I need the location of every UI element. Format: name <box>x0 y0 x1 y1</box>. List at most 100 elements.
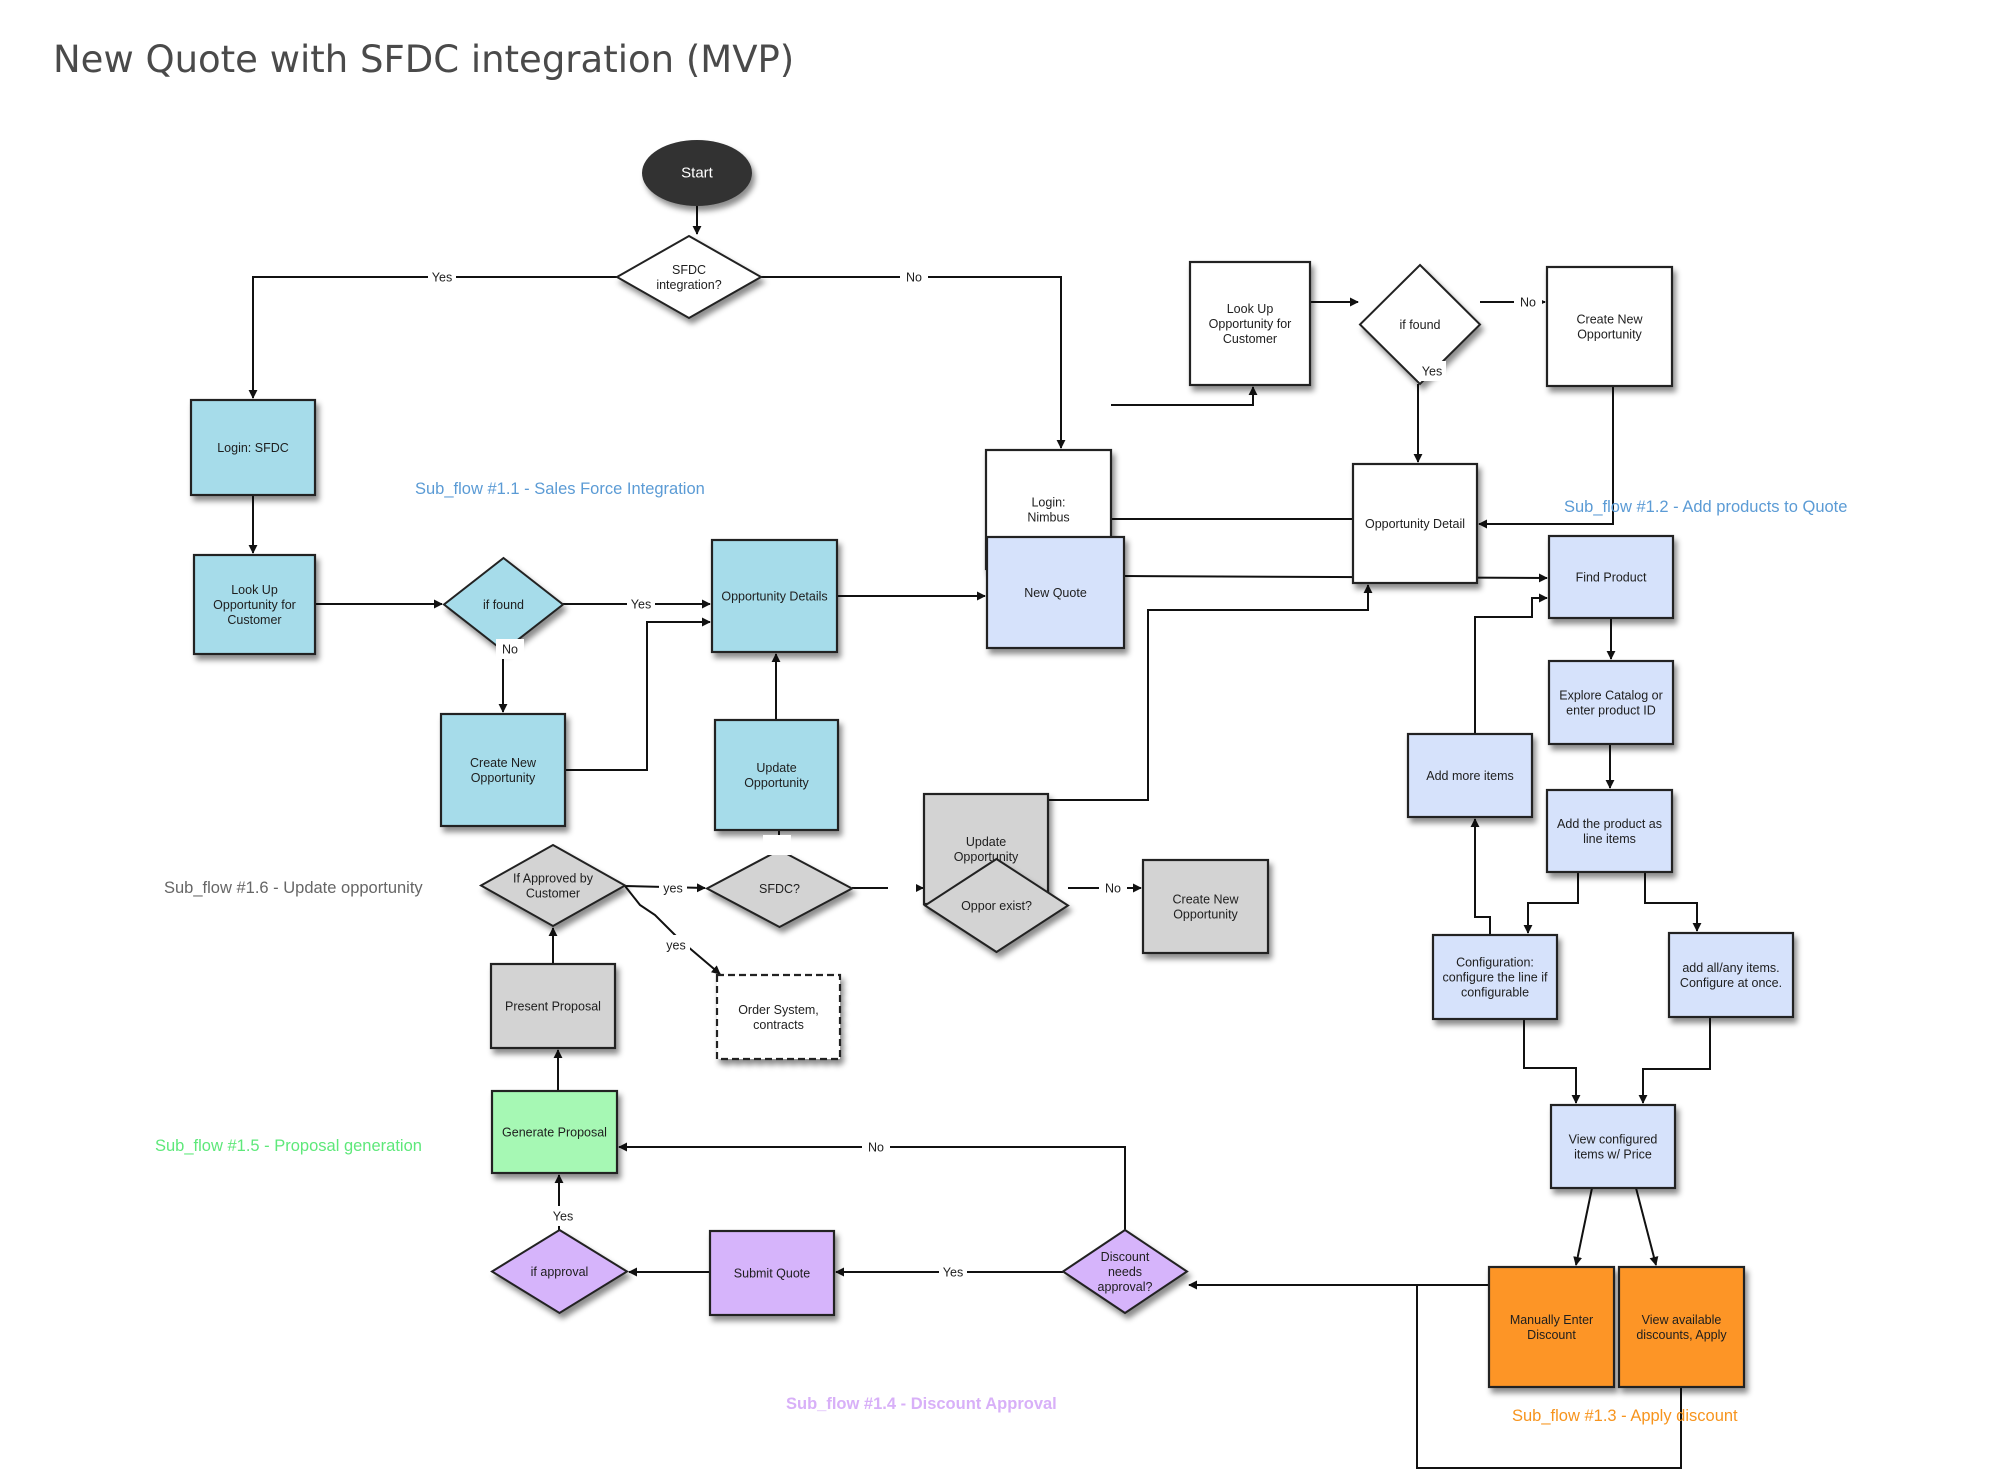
lookup-right-text: Opportunity for <box>1209 317 1292 331</box>
iffound-left-text: if found <box>483 598 524 612</box>
iffound-right-text: if found <box>1399 318 1440 332</box>
decision-diamond[interactable] <box>614 234 764 320</box>
create-opp-gray-text: Create New <box>1173 893 1240 907</box>
edge-label-bg <box>496 639 524 659</box>
node-start[interactable]: Start <box>642 140 752 206</box>
login-nimbus-text: Login: <box>1031 496 1065 510</box>
process-box[interactable] <box>1547 659 1675 746</box>
process-box[interactable] <box>189 398 317 497</box>
edge-label-text: Yes <box>943 1266 963 1280</box>
edge-addall-to-view <box>1638 1017 1711 1104</box>
decision-diamond[interactable] <box>490 1228 629 1315</box>
lookup-left-text: Look Up <box>231 583 278 597</box>
process-box[interactable] <box>1547 534 1675 620</box>
create-opp-right-text: Create New <box>1577 313 1644 327</box>
process-box[interactable] <box>713 718 840 832</box>
process-box[interactable] <box>1545 788 1674 874</box>
edge-lineitems-to-addall <box>1644 872 1702 932</box>
node-add-all[interactable]: add all/any items.Configure at once. <box>1667 931 1795 1019</box>
process-box[interactable] <box>1431 933 1559 1021</box>
process-box[interactable] <box>985 535 1126 650</box>
node-iffound-left[interactable]: if found <box>442 556 565 653</box>
node-iffound-right[interactable]: if found <box>1358 263 1482 386</box>
edge-createright-to-detail <box>1478 386 1614 529</box>
view-configured-text: View configured <box>1569 1133 1658 1147</box>
process-box[interactable] <box>439 712 567 828</box>
process-box[interactable] <box>1545 265 1674 388</box>
new-quote-text: New Quote <box>1024 586 1087 600</box>
process-box[interactable] <box>1141 858 1270 955</box>
start-terminal[interactable] <box>642 140 752 206</box>
node-if-approval[interactable]: if approval <box>490 1228 629 1315</box>
sfdc-integration-text: integration? <box>656 278 721 292</box>
lookup-left-text: Opportunity for <box>213 598 296 612</box>
edge-gray-update-to-detail <box>1048 584 1373 801</box>
process-box[interactable] <box>489 962 617 1050</box>
node-order-system[interactable]: Order System,contracts <box>715 973 842 1061</box>
edge-label-sfdc-no: No <box>900 267 928 287</box>
add-more-text: Add more items <box>1426 769 1514 783</box>
add-all-text: add all/any items. <box>1682 961 1779 975</box>
decision-diamond[interactable] <box>478 843 628 928</box>
process-box[interactable] <box>1549 1103 1677 1190</box>
decision-diamond[interactable] <box>1358 263 1482 386</box>
process-box[interactable] <box>1667 931 1795 1019</box>
process-box[interactable] <box>710 538 839 654</box>
process-box[interactable] <box>1188 260 1312 387</box>
process-box[interactable] <box>715 973 842 1061</box>
node-find-product[interactable]: Find Product <box>1547 534 1675 620</box>
login-nimbus-text: Nimbus <box>1027 511 1069 525</box>
edge-view-to-manual <box>1573 1187 1593 1266</box>
edge-config-to-view <box>1523 1019 1581 1104</box>
generate-proposal-text: Generate Proposal <box>502 1126 607 1140</box>
edge-label-bg <box>549 1206 577 1226</box>
edge-label-approved-yes-order: yes <box>662 935 690 955</box>
node-configuration[interactable]: Configuration:configure the line ifconfi… <box>1431 933 1559 1021</box>
edge-config-to-addmore <box>1470 818 1491 935</box>
edge-label-bg <box>1099 878 1127 898</box>
decision-diamond[interactable] <box>923 857 1070 954</box>
node-sfdc-q[interactable]: SFDC? <box>704 848 855 929</box>
edge-discount-no <box>618 1142 1126 1230</box>
process-box[interactable] <box>1487 1265 1616 1389</box>
update-opp-cyan-text: Update <box>756 761 796 775</box>
process-box[interactable] <box>1351 462 1479 585</box>
process-box[interactable] <box>708 1229 836 1317</box>
find-product-text: Find Product <box>1576 571 1647 585</box>
edge-label-iffound-left-no: No <box>496 639 524 659</box>
node-opp-details[interactable]: Opportunity Details <box>710 538 839 654</box>
lookup-left-text: Customer <box>227 613 281 627</box>
node-submit-quote[interactable]: Submit Quote <box>708 1229 836 1317</box>
process-box[interactable] <box>192 553 317 656</box>
opp-details-text: Opportunity Details <box>721 590 827 604</box>
node-new-quote[interactable]: New Quote <box>985 535 1126 650</box>
if-approved-customer-text: Customer <box>526 887 580 901</box>
node-login-sfdc[interactable]: Login: SFDC <box>189 398 317 497</box>
node-add-more[interactable]: Add more items <box>1406 732 1534 819</box>
process-box[interactable] <box>1406 732 1534 819</box>
process-box[interactable] <box>1617 1265 1746 1389</box>
decision-diamond[interactable] <box>1061 1228 1189 1315</box>
process-box[interactable] <box>490 1089 619 1175</box>
node-oppor-exist[interactable]: Oppor exist? <box>923 857 1070 954</box>
node-opp-detail[interactable]: Opportunity Detail <box>1351 462 1479 585</box>
create-opp-left-text: Create New <box>470 756 537 770</box>
subflow-label-s12: Sub_flow #1.2 - Add products to Quote <box>1564 498 1847 516</box>
decision-diamond[interactable] <box>704 848 855 929</box>
node-present-proposal[interactable]: Present Proposal <box>489 962 617 1050</box>
node-generate-proposal[interactable]: Generate Proposal <box>490 1089 619 1175</box>
